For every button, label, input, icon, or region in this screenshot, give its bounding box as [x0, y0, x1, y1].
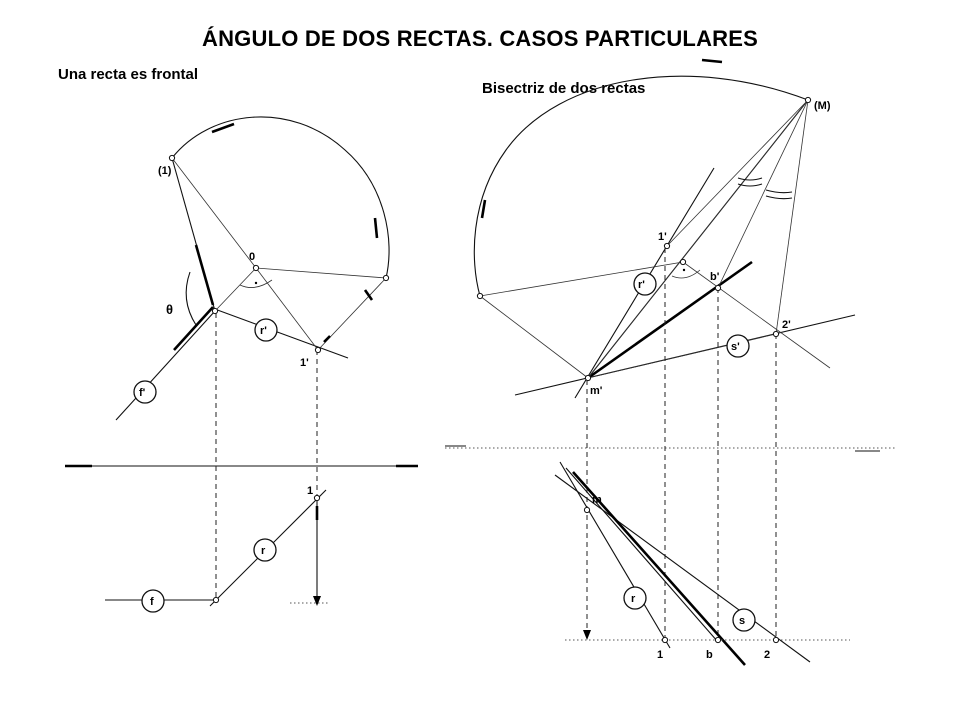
label-1-rotated: (1) — [158, 165, 172, 177]
point-2-prime — [772, 330, 780, 338]
angle-dot — [254, 281, 258, 285]
label-circle-r-prime-right — [633, 272, 657, 296]
label-2-prime: 2' — [782, 319, 791, 331]
label-circle-r — [253, 538, 277, 562]
label-m-prime: m' — [590, 385, 603, 397]
label-f-plan: f — [150, 596, 154, 608]
point-arc-left — [476, 292, 484, 300]
line-arc-to-m-prime — [479, 295, 589, 379]
right-arc-arrow-top — [701, 58, 723, 64]
label-2-plan: 2 — [764, 649, 770, 661]
right-subtitle: Bisectriz de dos rectas — [482, 80, 646, 97]
angle-at-center — [671, 269, 701, 279]
line-1-to-vertex-bold — [194, 244, 215, 306]
arrow-head-m — [583, 630, 591, 640]
line-o-to-arc — [255, 267, 387, 279]
line-M-to-b-prime — [717, 99, 809, 289]
angle-mark-2b — [765, 189, 793, 194]
label-r-prime: r' — [260, 325, 267, 337]
label-circle-s-plan — [732, 608, 756, 632]
point-2-plan — [772, 636, 780, 644]
arc-arrow-lower — [363, 289, 374, 301]
label-b-prime: b' — [710, 271, 720, 283]
label-1-plan: 1 — [307, 485, 313, 497]
line-arc-to-center — [479, 261, 684, 297]
point-o — [252, 264, 260, 272]
angle-mark-1b — [737, 183, 763, 187]
arc-arrow-near-1prime — [323, 335, 331, 343]
arc-arrow-right — [373, 217, 379, 239]
label-r-plan: r — [261, 545, 266, 557]
line-o-to-1prime — [255, 267, 319, 351]
line-r-prime — [211, 307, 349, 359]
right-rotation-arc — [473, 75, 809, 297]
point-center — [679, 258, 687, 266]
line-bisector-plan — [572, 471, 746, 666]
label-r-prime-right: r' — [638, 279, 645, 291]
angle-dot-right — [682, 268, 686, 272]
point-M — [804, 96, 812, 104]
label-1-plan-right: 1 — [657, 649, 663, 661]
line-M-to-2prime — [775, 99, 809, 335]
point-f-plan — [212, 596, 220, 604]
line-center-to-right — [682, 261, 831, 369]
line-vertex-to-o — [214, 267, 257, 312]
left-construction: (1) 0 θ r' 1' f' 1 r f — [65, 116, 418, 613]
left-rotation-arc — [171, 116, 390, 279]
point-1-prime — [314, 346, 322, 354]
line-f-prime-bold — [173, 306, 214, 351]
label-s-prime: s' — [731, 341, 740, 353]
label-r-plan-right: r — [631, 593, 636, 605]
line-f-prime — [115, 310, 216, 421]
label-1-prime: 1' — [300, 357, 309, 369]
arrow-head-1 — [313, 596, 321, 606]
right-construction: (M) 1' r' b' 2' s' m' m r s 1 b 2 — [445, 58, 895, 666]
line-r-plan-right — [559, 461, 671, 649]
label-circle-r-plan — [623, 586, 647, 610]
label-theta: θ — [166, 302, 173, 317]
point-1-plan — [313, 494, 321, 502]
line-bisector-prime — [587, 260, 753, 380]
line-M-to-1prime — [666, 99, 809, 247]
right-arc-arrow-left — [480, 199, 487, 219]
angle-mark-2 — [765, 195, 793, 200]
point-vertex — [211, 307, 219, 315]
label-circle-r-prime — [254, 318, 278, 342]
point-m-prime — [584, 374, 592, 382]
point-m-plan — [583, 506, 591, 514]
point-1-plan-right — [661, 636, 669, 644]
point-b-prime — [714, 284, 722, 292]
line-bisector-plan-thin — [565, 467, 719, 643]
label-m-plan: m — [592, 494, 602, 506]
label-circle-s-prime — [726, 334, 750, 358]
angle-mark-1 — [737, 177, 763, 181]
line-1-to-o — [171, 157, 257, 269]
line-s-plan — [554, 474, 811, 663]
label-circle-f-prime — [133, 380, 157, 404]
point-1-rotated — [168, 154, 176, 162]
point-1-prime-right — [663, 242, 671, 250]
label-o: 0 — [249, 251, 255, 263]
line-m-to-M — [587, 99, 809, 379]
label-b-plan: b — [706, 649, 713, 661]
page-title: ÁNGULO DE DOS RECTAS. CASOS PARTICULARES — [202, 26, 758, 51]
label-circle-f — [141, 589, 165, 613]
angle-at-o — [239, 279, 273, 288]
point-arc-end — [382, 274, 390, 282]
label-f-prime: f' — [139, 387, 146, 399]
label-s-plan: s — [739, 615, 745, 627]
point-b-plan — [714, 636, 722, 644]
left-subtitle: Una recta es frontal — [58, 66, 199, 83]
label-M: (M) — [814, 100, 831, 112]
arc-arrow-top — [211, 122, 235, 134]
theta-arc — [185, 271, 197, 326]
label-1-prime-right: 1' — [658, 231, 667, 243]
